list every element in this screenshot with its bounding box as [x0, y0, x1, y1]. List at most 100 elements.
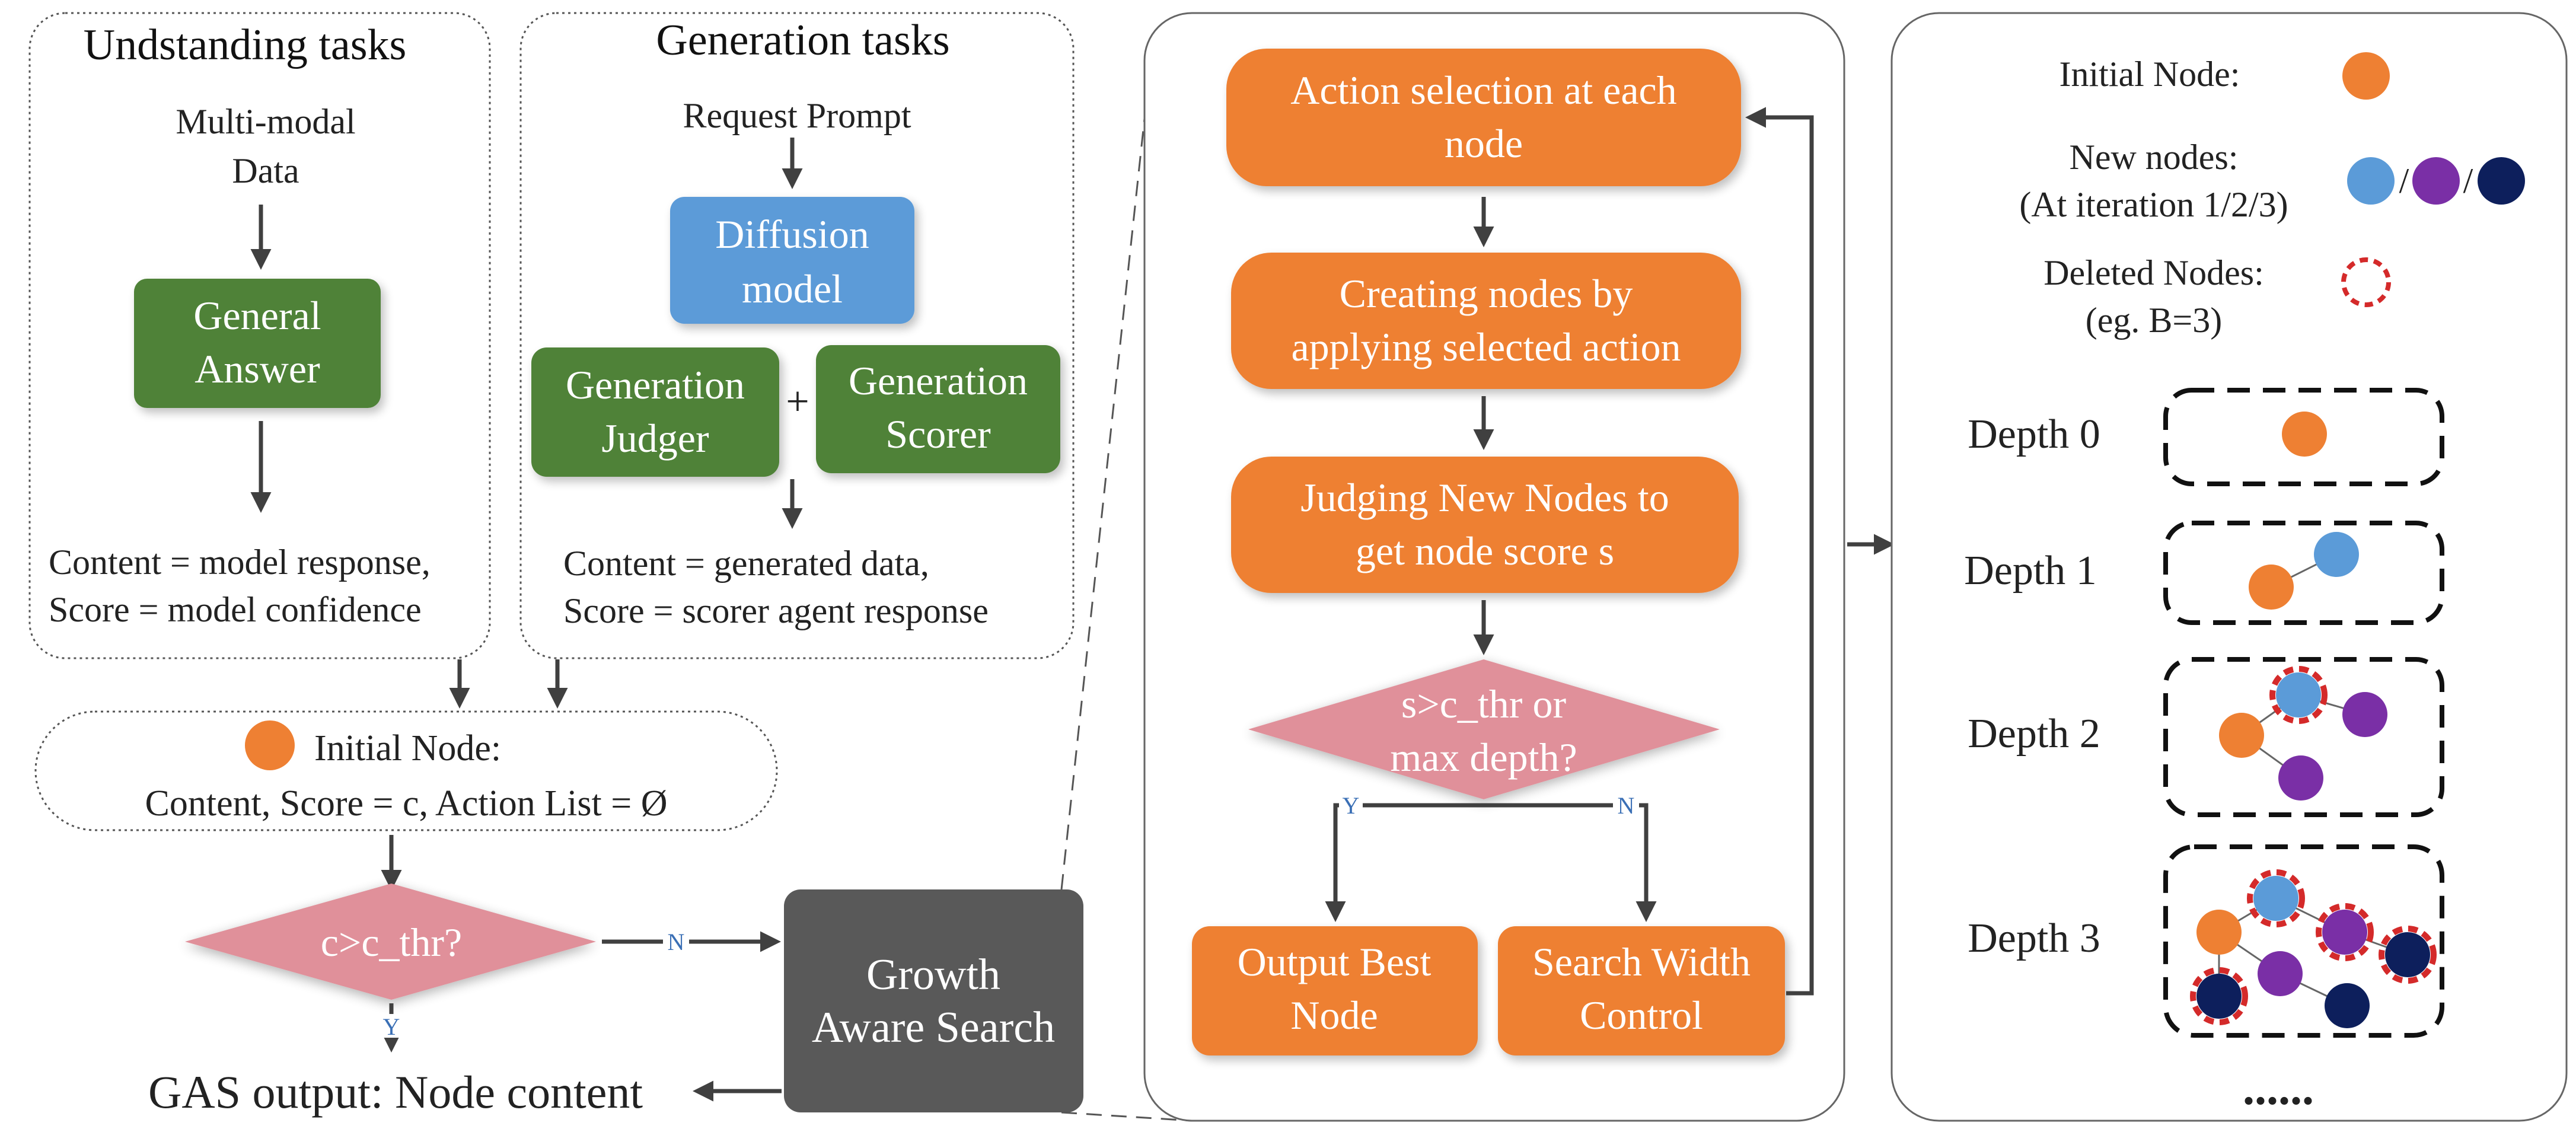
legend-slash-1: / [2399, 161, 2409, 200]
gas-output: GAS output: Node content [148, 1066, 643, 1118]
flow-step3-line2: get node score s [1356, 528, 1614, 573]
flow-decision [1248, 659, 1720, 799]
flow-create-nodes [1231, 253, 1741, 389]
threshold-decision [185, 884, 596, 1000]
flow-decision-line1: s>c_thr or [1401, 681, 1567, 726]
legend-new-line2: (At iteration 1/2/3) [2019, 185, 2288, 224]
legend-new-line1: New nodes: [2070, 138, 2239, 177]
depth-3-label: Depth 3 [1968, 916, 2100, 961]
initial-node-icon [245, 720, 295, 770]
zoom-line-bottom [1061, 1111, 1193, 1122]
depth-0-box [2163, 388, 2444, 486]
depth-3-initial-node [2196, 910, 2242, 955]
diffusion-line1: Diffusion [715, 212, 869, 257]
generation-scorer-box [816, 345, 1060, 473]
depth-1-iter1-node [2314, 532, 2359, 577]
flow-no-label: N [1618, 792, 1635, 819]
depth-3-iter3-node-b [2196, 974, 2242, 1019]
scorer-line1: Generation [849, 358, 1028, 403]
depth-3-deleted-ring-4 [2190, 967, 2248, 1025]
plus-sign: + [786, 379, 809, 425]
depth-3-iter2-node-a [2322, 910, 2367, 955]
flow-search-width [1498, 926, 1785, 1055]
flow-step1-line2: node [1445, 121, 1523, 166]
flow-judge-nodes [1231, 457, 1739, 593]
flow-width-line1: Search Width [1532, 939, 1751, 984]
initial-node-content: Content, Score = c, Action List = Ø [145, 783, 668, 824]
gas-line2: Aware Search [812, 1003, 1055, 1052]
judger-line1: Generation [566, 362, 745, 407]
no-label-bg [663, 930, 689, 954]
depth-3-iter2-node-b [2258, 951, 2303, 996]
arrow-loop-back [1745, 107, 1814, 996]
flow-decision-line2: max depth? [1390, 735, 1577, 780]
depth-2-iter2-node-b [2278, 755, 2323, 801]
legend-iter2-dot [2412, 157, 2460, 205]
depth-1-initial-node [2249, 565, 2294, 610]
depth-2-label: Depth 2 [1968, 711, 2100, 757]
generation-input: Request Prompt [683, 96, 911, 135]
depth-2-box [2163, 657, 2444, 817]
zoom-line-top [1060, 118, 1146, 890]
depth-3-deleted-ring-3 [2379, 926, 2437, 984]
depth-3-deleted-ring-1 [2247, 869, 2305, 927]
flow-no-bg [1613, 793, 1639, 817]
flow-width-line2: Control [1580, 993, 1703, 1038]
flow-step1-line1: Action selection at each [1290, 68, 1676, 113]
legend-deleted-dot [2341, 257, 2391, 307]
flow-step2-line1: Creating nodes by [1340, 271, 1633, 316]
flow-action-selection [1226, 49, 1741, 186]
depth-0-initial-node [2282, 412, 2327, 457]
flow-step3-line1: Judging New Nodes to [1300, 475, 1669, 520]
flow-yes-label: Y [1343, 792, 1360, 819]
yes-label-bg [380, 1014, 403, 1038]
legend-iter1-dot [2347, 157, 2395, 205]
understanding-score: Score = model confidence [49, 590, 422, 629]
depth-1-box [2163, 521, 2444, 625]
general-answer-line2: Answer [195, 346, 320, 391]
depth-3-deleted-ring-2 [2316, 903, 2374, 961]
depth-0-label: Depth 0 [1968, 412, 2100, 457]
general-answer-box [134, 279, 381, 408]
flow-yes-bg [1339, 793, 1363, 817]
flow-output-best [1192, 926, 1478, 1055]
generation-judger-box [531, 347, 779, 477]
understanding-content: Content = model response, [49, 543, 431, 582]
depth-1-label: Depth 1 [1964, 548, 2097, 594]
flow-output-line1: Output Best [1238, 939, 1432, 984]
generation-content: Content = generated data, [563, 544, 929, 583]
scorer-line2: Scorer [885, 412, 991, 457]
depth-2-iter2-node-a [2342, 692, 2387, 737]
legend-iter3-dot [2478, 157, 2525, 205]
depth-3-iter3-node-c [2325, 983, 2370, 1028]
threshold-decision-label: c>c_thr? [321, 920, 462, 965]
general-answer-line1: General [193, 293, 321, 338]
diffusion-model-box [670, 197, 914, 324]
legend-deleted-line1: Deleted Nodes: [2043, 253, 2264, 292]
diffusion-line2: model [742, 266, 843, 311]
arrow-flow-yes [1325, 803, 1484, 922]
understanding-input-line2: Data [232, 151, 299, 190]
flow-output-line2: Node [1290, 993, 1378, 1038]
initial-node-label: Initial Node: [314, 728, 501, 768]
ellipsis: ...... [2243, 1063, 2314, 1115]
arrow-flow-no [1484, 803, 1657, 922]
legend-initial-label: Initial Node: [2059, 55, 2240, 94]
depth-3-iter3-node-a [2385, 932, 2430, 977]
depth-2-initial-node [2219, 713, 2264, 758]
tree-panel [1890, 12, 2568, 1122]
legend-initial-dot [2342, 52, 2390, 100]
depth-2-deleted-ring [2269, 666, 2328, 724]
generation-panel [519, 12, 1075, 659]
gas-line1: Growth [866, 951, 1000, 999]
depth-2-iter1-node [2276, 672, 2321, 718]
decision-yes-label: Y [383, 1013, 400, 1040]
understanding-input-line1: Multi-modal [176, 102, 355, 141]
depth-3-iter1-node [2253, 876, 2298, 921]
generation-title: Generation tasks [656, 16, 949, 65]
legend-slash-2: / [2463, 161, 2473, 200]
understanding-title: Undstanding tasks [84, 21, 407, 69]
depth-3-box [2163, 844, 2444, 1038]
decision-no-label: N [668, 929, 685, 955]
